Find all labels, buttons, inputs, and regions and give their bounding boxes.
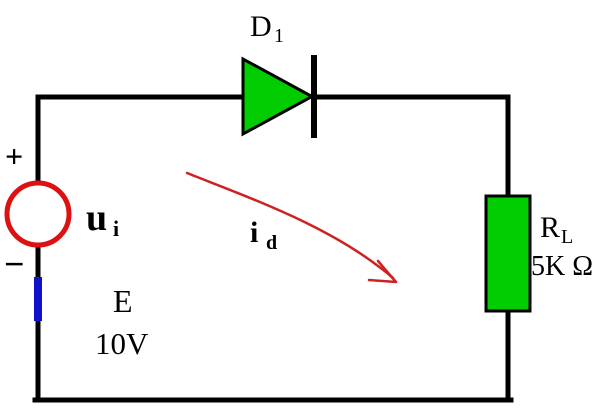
resistor-body xyxy=(484,194,532,313)
minus-sign: − xyxy=(4,244,25,284)
resistor-label: R xyxy=(540,211,560,244)
resistor-value: 5K Ω xyxy=(531,251,593,282)
source-label: u xyxy=(86,197,107,239)
battery-label: E xyxy=(113,283,133,319)
resistor-label-sub: L xyxy=(561,226,573,248)
voltage-source-circle xyxy=(4,180,72,248)
current-label-sub: d xyxy=(266,232,277,254)
plus-sign: + xyxy=(5,138,23,174)
diode-label-sub: 1 xyxy=(274,25,284,47)
current-arrowhead xyxy=(367,259,398,284)
diode-triangle xyxy=(241,56,316,137)
current-arrow xyxy=(185,171,395,280)
current-label: i xyxy=(250,216,258,249)
battery-value: 10V xyxy=(95,326,149,361)
source-label-sub: i xyxy=(113,216,119,241)
diode-label: D xyxy=(250,10,272,43)
